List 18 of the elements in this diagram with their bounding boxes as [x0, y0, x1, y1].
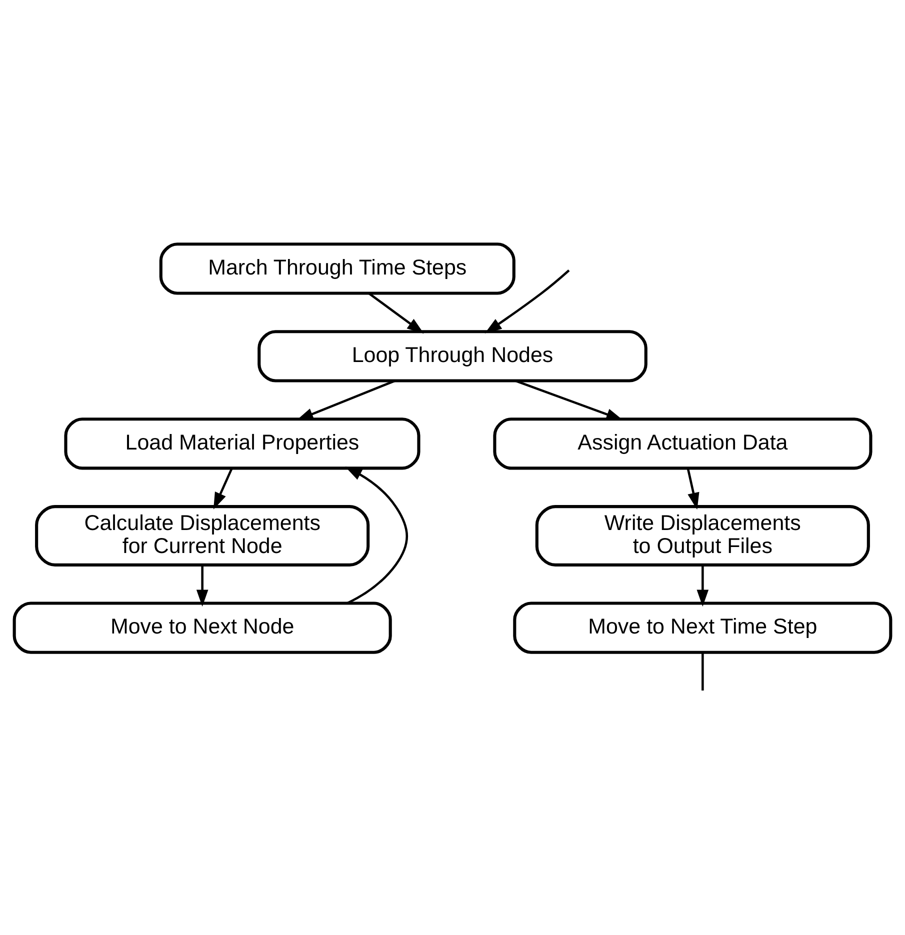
node-box: Loop Through Nodes [258, 330, 648, 382]
node-box: Write Displacements to Output Files [535, 504, 870, 566]
arrow [696, 564, 709, 606]
arrow [368, 292, 424, 334]
connector [702, 652, 704, 690]
node-box: Assign Actuation Data [493, 417, 872, 470]
node-box: Move to Next Node [12, 601, 392, 654]
arrow [196, 564, 208, 606]
arrow [484, 269, 570, 333]
node-box: Load Material Properties [64, 417, 420, 470]
arrow [515, 379, 624, 420]
node-box: March Through Time Steps [159, 242, 516, 294]
arrow [213, 468, 233, 509]
arrow [345, 466, 408, 604]
node-box: Move to Next Time Step [513, 601, 892, 654]
arrow [686, 468, 700, 510]
arrow [296, 379, 396, 420]
node-box: Calculate Displacements for Current Node [35, 504, 370, 566]
